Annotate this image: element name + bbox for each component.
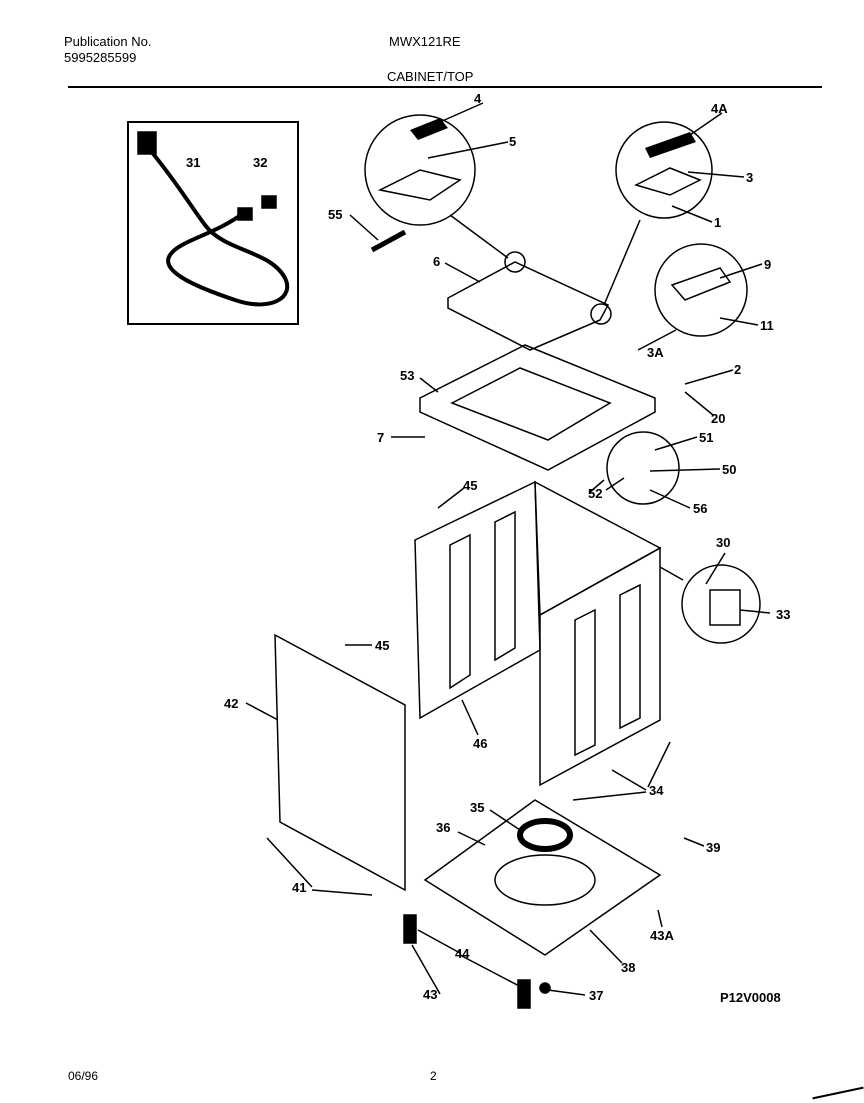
callout-52: 52: [588, 486, 602, 501]
section-title: CABINET/TOP: [387, 69, 474, 84]
callout-3: 3: [746, 170, 753, 185]
callout-30: 30: [716, 535, 730, 550]
callout-6: 6: [433, 254, 440, 269]
page-number: 2: [430, 1069, 437, 1083]
callout-35: 35: [470, 800, 484, 815]
callout-55: 55: [328, 207, 342, 222]
detail-circle-control: [606, 431, 680, 505]
detail-circle-hinge-left: [364, 114, 476, 226]
header-rule: [68, 86, 822, 88]
callout-1: 1: [714, 215, 721, 230]
cord-connector: [237, 207, 253, 221]
callout-33: 33: [776, 607, 790, 622]
callout-5: 5: [509, 134, 516, 149]
callout-51: 51: [699, 430, 713, 445]
side-panel-front-right: [539, 546, 661, 787]
detail-circle-bracket: [681, 564, 761, 644]
callout-45-upper: 45: [463, 478, 477, 493]
callout-3a: 3A: [647, 345, 664, 360]
callout-44: 44: [455, 946, 470, 961]
callout-9: 9: [764, 257, 771, 272]
footer-date: 06/96: [68, 1069, 99, 1083]
power-cord: [148, 148, 289, 307]
cabinet-base: [423, 799, 662, 956]
callout-43: 43: [423, 987, 437, 1002]
callout-37: 37: [589, 988, 603, 1003]
publication-label: Publication No.: [64, 34, 152, 49]
callout-34: 34: [649, 783, 664, 798]
publication-number: 5995285599: [64, 50, 137, 65]
detail-circle-hinge-right: [615, 121, 713, 219]
callout-38: 38: [621, 960, 635, 975]
callout-31: 31: [186, 155, 200, 170]
cabinet-top: [419, 344, 656, 471]
callout-2: 2: [734, 362, 741, 377]
callout-42: 42: [224, 696, 238, 711]
callout-46: 46: [473, 736, 487, 751]
drawing-code: P12V0008: [720, 990, 781, 1005]
callout-43a: 43A: [650, 928, 674, 943]
callout-45-lower: 45: [375, 638, 389, 653]
callout-41: 41: [292, 880, 306, 895]
callout-56: 56: [693, 501, 707, 516]
detail-circle-lid-switch: [654, 243, 748, 337]
model-number: MWX121RE: [389, 34, 461, 49]
cord-clamp: [261, 195, 277, 209]
callout-32: 32: [253, 155, 267, 170]
lid: [447, 261, 610, 351]
callout-53: 53: [400, 368, 414, 383]
callout-4: 4: [474, 91, 482, 106]
power-plug: [137, 131, 157, 155]
side-panel-left: [414, 480, 541, 720]
front-panel: [274, 633, 406, 892]
callout-39: 39: [706, 840, 720, 855]
callout-36: 36: [436, 820, 450, 835]
callout-7: 7: [377, 430, 384, 445]
power-cord-inset: [127, 121, 299, 325]
callout-4a: 4A: [711, 101, 728, 116]
callout-50: 50: [722, 462, 736, 477]
side-panel-right: [534, 480, 662, 617]
callout-20: 20: [711, 411, 725, 426]
callout-11: 11: [760, 318, 774, 333]
